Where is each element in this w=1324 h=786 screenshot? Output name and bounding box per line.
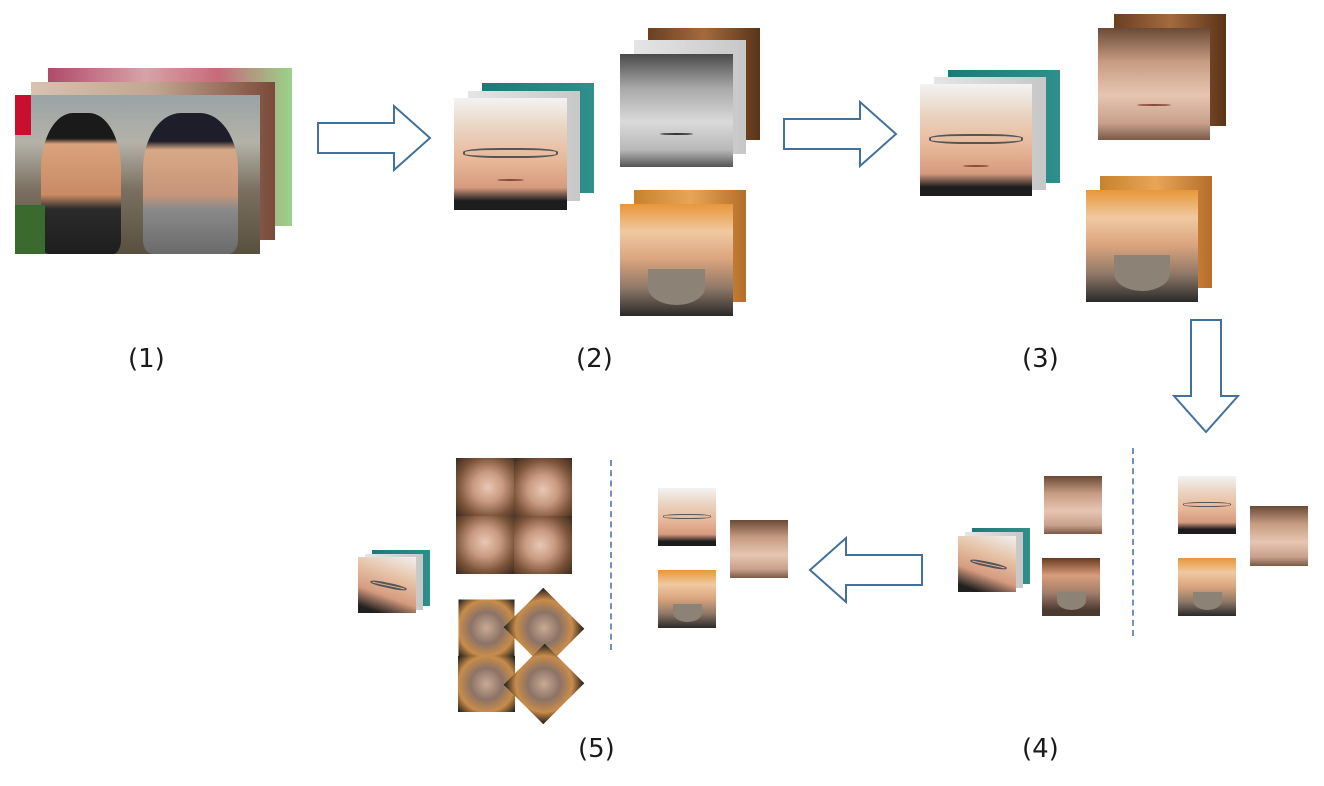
aug-woman-3 — [456, 516, 514, 574]
small-woman — [1044, 476, 1102, 534]
glasses — [928, 134, 1024, 145]
step-label-2: (2) — [576, 344, 613, 374]
group-photo — [15, 95, 260, 254]
mouth — [962, 164, 990, 167]
divider-step5 — [610, 460, 612, 650]
smile — [659, 133, 694, 136]
aligned-man-front — [920, 84, 1032, 196]
aligned-woman-front — [1098, 28, 1210, 140]
glasses — [662, 514, 712, 520]
aug-woman-1 — [456, 458, 514, 516]
aug-woman-2 — [514, 458, 572, 516]
gallery-man — [658, 488, 716, 546]
divider-step4 — [1132, 448, 1134, 636]
block-arrow-right-icon — [317, 104, 432, 172]
aligned-old-front — [1086, 190, 1198, 302]
beard — [672, 603, 702, 623]
block-arrow-down-icon — [1172, 319, 1240, 434]
ref-man — [1178, 476, 1236, 534]
glasses — [463, 148, 558, 159]
gallery-woman — [730, 520, 788, 578]
block-arrow-left-icon — [808, 536, 923, 604]
ref-woman — [1250, 506, 1308, 566]
beard — [1114, 254, 1170, 291]
block-arrow-right-icon — [783, 100, 898, 168]
crop-old-front — [620, 204, 733, 316]
aug-woman-4 — [514, 516, 572, 574]
small-man-front — [958, 536, 1016, 592]
query-man-front — [358, 557, 416, 613]
gallery-old — [658, 570, 716, 628]
glasses — [369, 578, 407, 592]
step-label-1: (1) — [128, 344, 165, 374]
ref-old — [1178, 558, 1236, 616]
beard — [1056, 591, 1086, 611]
glasses — [969, 557, 1007, 571]
step-label-5: (5) — [578, 734, 615, 764]
person-right — [143, 113, 238, 254]
step-label-4: (4) — [1022, 734, 1059, 764]
smile — [1137, 104, 1171, 107]
crop-man-front — [454, 98, 567, 210]
aug-old-4 — [503, 643, 585, 725]
beard — [648, 268, 705, 305]
mouth — [496, 178, 525, 181]
step-label-3: (3) — [1022, 344, 1059, 374]
crop-woman-front — [620, 54, 733, 167]
red-sign — [15, 95, 31, 135]
hedge — [15, 205, 45, 254]
glasses — [1182, 502, 1232, 508]
person-left — [41, 113, 121, 254]
beard — [1192, 591, 1222, 611]
small-old — [1042, 558, 1100, 616]
